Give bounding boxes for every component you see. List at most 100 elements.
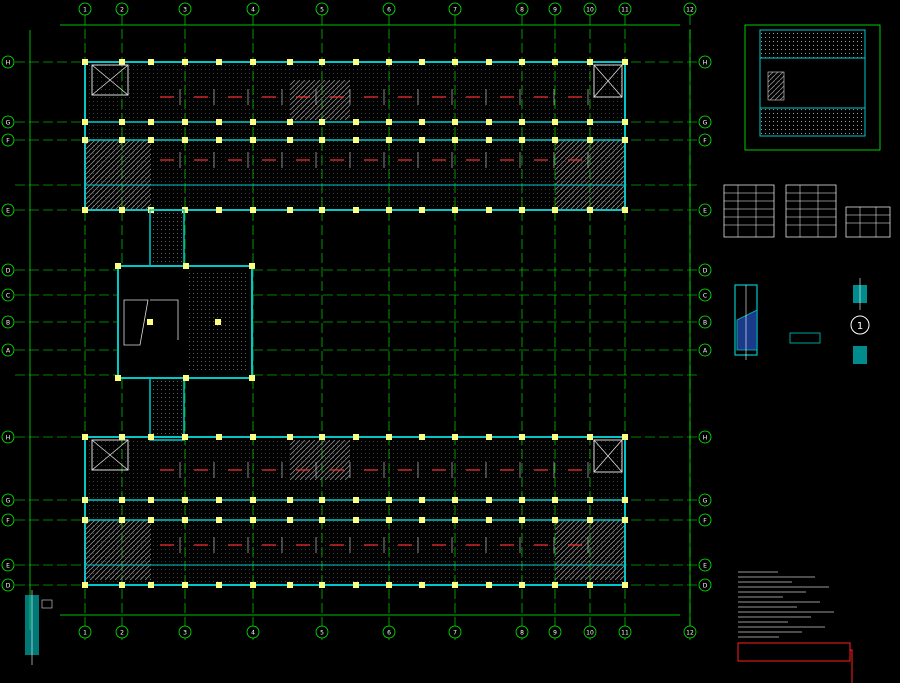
column-marker (250, 119, 256, 125)
grid-bubble (1, 115, 15, 129)
grid-bubble-label: 7 (453, 630, 457, 637)
grid-bubble (698, 115, 712, 129)
grid-bubble-label: 7 (453, 7, 457, 14)
grid-bubble-label: C (6, 293, 10, 300)
column-marker (148, 497, 154, 503)
column-marker (419, 137, 425, 143)
column-marker (287, 517, 293, 523)
grid-bubble-label: D (703, 583, 708, 590)
column-marker (622, 517, 628, 523)
column-marker (319, 59, 325, 65)
grid-bubble-label: G (6, 120, 11, 127)
column-marker (587, 137, 593, 143)
schedule-table-2 (785, 184, 837, 238)
column-marker (486, 582, 492, 588)
column-marker (182, 497, 188, 503)
grid-bubble-label: F (703, 138, 707, 145)
column-marker (587, 582, 593, 588)
column-marker (353, 434, 359, 440)
column-marker (82, 59, 88, 65)
column-marker (353, 59, 359, 65)
lower-columns (82, 434, 628, 588)
grid-bubble (698, 203, 712, 217)
grid-bubble-label: 4 (251, 630, 255, 637)
column-marker (319, 497, 325, 503)
column-marker (452, 434, 458, 440)
column-marker (419, 119, 425, 125)
column-marker (287, 59, 293, 65)
column-marker (552, 582, 558, 588)
column-marker (250, 59, 256, 65)
column-marker (386, 137, 392, 143)
column-marker (353, 497, 359, 503)
column-marker (587, 59, 593, 65)
grid-bubble (698, 558, 712, 572)
column-marker (115, 375, 121, 381)
schedule-table-1 (723, 184, 775, 238)
column-marker (486, 517, 492, 523)
column-marker (249, 263, 255, 269)
column-marker (82, 207, 88, 213)
column-marker (486, 434, 492, 440)
column-marker (486, 497, 492, 503)
grid-bubble (178, 625, 192, 639)
column-marker (587, 119, 593, 125)
grid-bubble-label: 3 (183, 7, 187, 14)
column-marker (519, 517, 525, 523)
grid-bubble (178, 2, 192, 16)
column-marker (452, 207, 458, 213)
grid-bubble (78, 625, 92, 639)
grid-bubble-label: 11 (621, 7, 629, 14)
grid-bubble-label: H (703, 60, 708, 67)
column-marker (115, 263, 121, 269)
column-marker (319, 517, 325, 523)
column-marker (419, 517, 425, 523)
grid-bubble (1, 203, 15, 217)
hatched-stair-zone (555, 140, 625, 210)
column-marker (250, 497, 256, 503)
grid-bubble (618, 2, 632, 16)
grid-bubble-label: F (6, 518, 10, 525)
column-marker (216, 59, 222, 65)
column-marker (587, 207, 593, 213)
column-marker (319, 582, 325, 588)
column-marker (519, 497, 525, 503)
grid-bubble (1, 430, 15, 444)
grid-bubble (698, 430, 712, 444)
column-marker (216, 137, 222, 143)
grid-bubble (246, 625, 260, 639)
grid-bubble-label: 9 (553, 630, 557, 637)
grid-bubble-label: A (6, 348, 11, 355)
column-marker (452, 497, 458, 503)
column-marker (587, 517, 593, 523)
column-marker (319, 137, 325, 143)
lower-building-block (82, 434, 628, 588)
column-marker (287, 434, 293, 440)
column-marker (419, 497, 425, 503)
column-marker (82, 137, 88, 143)
column-marker (622, 137, 628, 143)
column-marker (353, 207, 359, 213)
column-marker (183, 263, 189, 269)
column-marker (519, 434, 525, 440)
column-marker (119, 517, 125, 523)
upper-building-block (82, 59, 628, 213)
column-marker (519, 119, 525, 125)
grid-bubble (548, 2, 562, 16)
column-marker (148, 582, 154, 588)
grid-bubble-label: 12 (686, 630, 694, 637)
column-marker (353, 119, 359, 125)
column-marker (519, 59, 525, 65)
grid-bubble (1, 288, 15, 302)
grid-bubble-label: 2 (120, 630, 124, 637)
grid-bubble (698, 513, 712, 527)
column-marker (82, 119, 88, 125)
column-marker (353, 137, 359, 143)
column-marker (486, 119, 492, 125)
grid-bubble-label: 3 (183, 630, 187, 637)
grid-bubble-label: E (703, 563, 707, 570)
column-marker (82, 434, 88, 440)
hatched-core-zone (290, 80, 350, 120)
grid-bubble-label: 10 (586, 630, 594, 637)
